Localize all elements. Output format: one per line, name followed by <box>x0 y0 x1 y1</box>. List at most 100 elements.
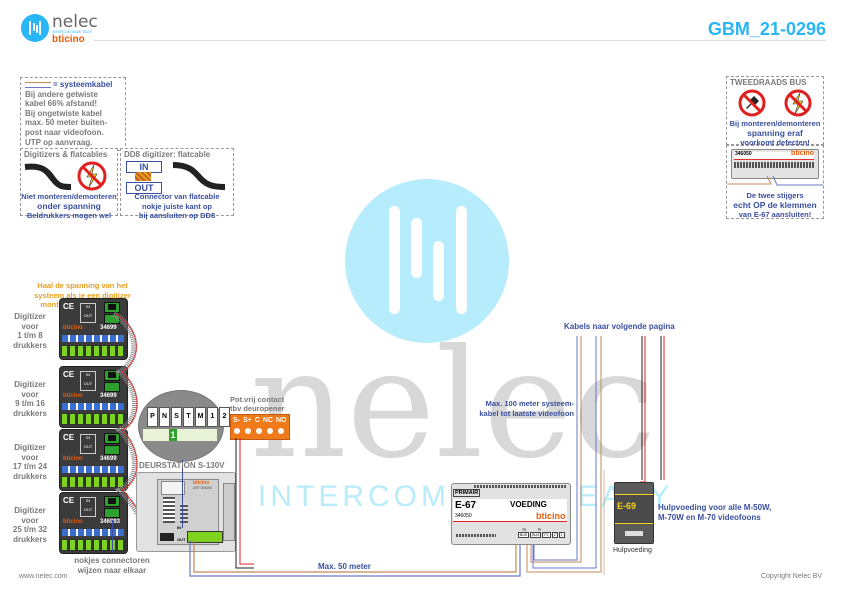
stijgers-line: echt OP de klemmen <box>733 199 817 210</box>
digitizer-label-line: drukkers <box>13 408 47 418</box>
e67-code: 346050 <box>455 513 472 519</box>
digitizer-label-line: drukkers <box>13 471 47 481</box>
digitizer-terminal-block <box>61 413 127 425</box>
e69-model: E-69 <box>617 501 637 511</box>
dip-switch-label: P <box>147 407 158 427</box>
dip-selected: 1 <box>169 429 177 441</box>
no-voltage-icon <box>77 161 107 191</box>
digitizers-note-line: Beldrukkers mogen wel <box>26 211 112 220</box>
dip-pointer <box>182 460 183 528</box>
tweedraads-line: Bij monteren/demonteren <box>729 119 821 128</box>
footer-copyright: Copyright Nelec BV <box>760 573 822 580</box>
deurstation-device: bticino ART.351000 IN OUT <box>136 472 236 552</box>
digitizer-label-line: Digitizer <box>14 443 46 452</box>
footer-website[interactable]: www.nelec.com <box>19 573 68 580</box>
e67-model: E-67 <box>455 500 477 511</box>
dd8-note-title: DD8 digitizer: flatcable <box>124 150 211 159</box>
logo-tagline: INTERCOM MADE EASY <box>52 30 93 34</box>
systeemkabel-legend: = systeemkabel <box>53 80 113 89</box>
ce-mark-icon: CE <box>63 302 75 311</box>
digitizer-code: 34699 <box>100 325 117 331</box>
flat-connector-in[interactable] <box>104 433 120 444</box>
ce-mark-icon: CE <box>63 433 75 442</box>
dip-switch-label: N <box>159 407 170 427</box>
button-label-row <box>62 403 124 410</box>
digitizer-code: 34699 <box>100 393 117 399</box>
flat-connector-in[interactable] <box>104 302 120 313</box>
digitizer-brand: bticino <box>63 325 83 331</box>
digitizer-brand: bticino <box>63 456 83 462</box>
document-code: GBM_21-0296 <box>707 19 826 39</box>
digitizer-label-line: voor <box>21 389 39 399</box>
e67-terminal-label: BUS <box>518 532 530 538</box>
flat-connector-out[interactable] <box>104 382 120 392</box>
digitizer-label-line: 1 t/m 8 <box>17 331 43 340</box>
note-tweedraads: TWEEDRAADS BUS Bij monteren/demonteren s… <box>726 76 824 147</box>
max100-line: kabel tot laatste videofoon <box>479 408 574 418</box>
systeemkabel-line: post naar videofoon. <box>25 127 104 137</box>
deurstation-title: DEURSTATION S-130V <box>139 461 225 470</box>
digitizer-terminal-block <box>61 539 127 551</box>
watermark-word: nelec <box>250 318 657 492</box>
dd8-note-line: nokje juiste kant op <box>141 201 212 211</box>
e69-note-line: Hulpvoeding voor alle M-50W, <box>658 503 772 512</box>
digitizer-label-line: voor <box>21 515 39 525</box>
digitizer-terminal-block <box>61 345 127 357</box>
digitizer-terminal-block <box>61 476 127 488</box>
deurstation-code: ART.351000 <box>193 486 213 490</box>
digitizer-label-line: drukkers <box>13 340 47 350</box>
e67-primair: PRIMAIR <box>453 489 481 497</box>
dip-switch-label: S <box>171 407 182 427</box>
flat-connector-out[interactable] <box>104 445 120 455</box>
digitizer-in: IN <box>86 498 90 503</box>
nelec-logo-icon <box>21 14 49 42</box>
systeemkabel-line: max. 50 meter buiten- <box>25 118 108 128</box>
digitizer-label-line: 25 t/m 32 <box>12 525 48 534</box>
digitizer-device: CE IN OUT bticino 34699 <box>59 366 128 428</box>
logo-name: nelec <box>52 12 98 32</box>
e67-tk: TK <box>522 528 527 532</box>
flat-connector-out[interactable] <box>104 508 120 518</box>
flatcable-icon <box>24 163 72 190</box>
digitizer-label-line: Digitizer <box>14 380 46 389</box>
connector-note-line: wijzen naar elkaar <box>77 565 147 575</box>
bus-wires <box>727 176 823 186</box>
no-plug-icon <box>738 89 766 117</box>
note-stijgers: 346050 bticino De twee stijgers echt OP … <box>726 145 824 219</box>
button-label-row <box>62 529 124 536</box>
warning-line: systeem als je een digitizer <box>34 290 131 300</box>
deurstation-brand: bticino <box>193 480 210 486</box>
max50-note: Max. 50 meter <box>318 562 371 571</box>
max100-note: Max. 100 meter systeem- kabel tot laatst… <box>464 399 574 418</box>
digitizer-out: OUT <box>83 507 93 512</box>
contact-terminal-label: NC <box>262 417 273 424</box>
ce-mark-icon: CE <box>63 370 75 379</box>
systeemkabel-line: Bij ongetwiste kabel <box>25 108 102 118</box>
contact-screws <box>234 428 284 434</box>
digitizer-device: CE IN OUT bticino 346993 <box>59 492 128 554</box>
systeemkabel-line: kabel 66% afstand! <box>25 99 98 109</box>
max100-line: Max. 100 meter systeem- <box>485 399 574 408</box>
digitizers-note-line: onder spanning <box>37 200 101 211</box>
dd8-connector-icon <box>135 172 151 181</box>
e67-device: PRIMAIR E-67 VOEDING 346050 bticino TK P… <box>451 483 571 545</box>
warning-line: Haal de spanning van het <box>37 281 128 290</box>
digitizer-device: CE IN OUT bticino 34699 <box>59 429 128 491</box>
flat-connector-in[interactable] <box>104 496 120 507</box>
flat-connector-out[interactable] <box>104 314 120 324</box>
header-divider <box>94 40 826 41</box>
digitizer-label-line: Digitizer <box>14 506 46 515</box>
digitizer-out: OUT <box>83 444 93 449</box>
no-voltage-icon <box>784 89 812 117</box>
digitizer-brand: bticino <box>63 393 83 399</box>
logo-brand: bticino <box>52 34 85 45</box>
dip-switch-label: 2 <box>219 407 230 427</box>
dd8-note-line: Connector van flatcable <box>134 192 220 201</box>
